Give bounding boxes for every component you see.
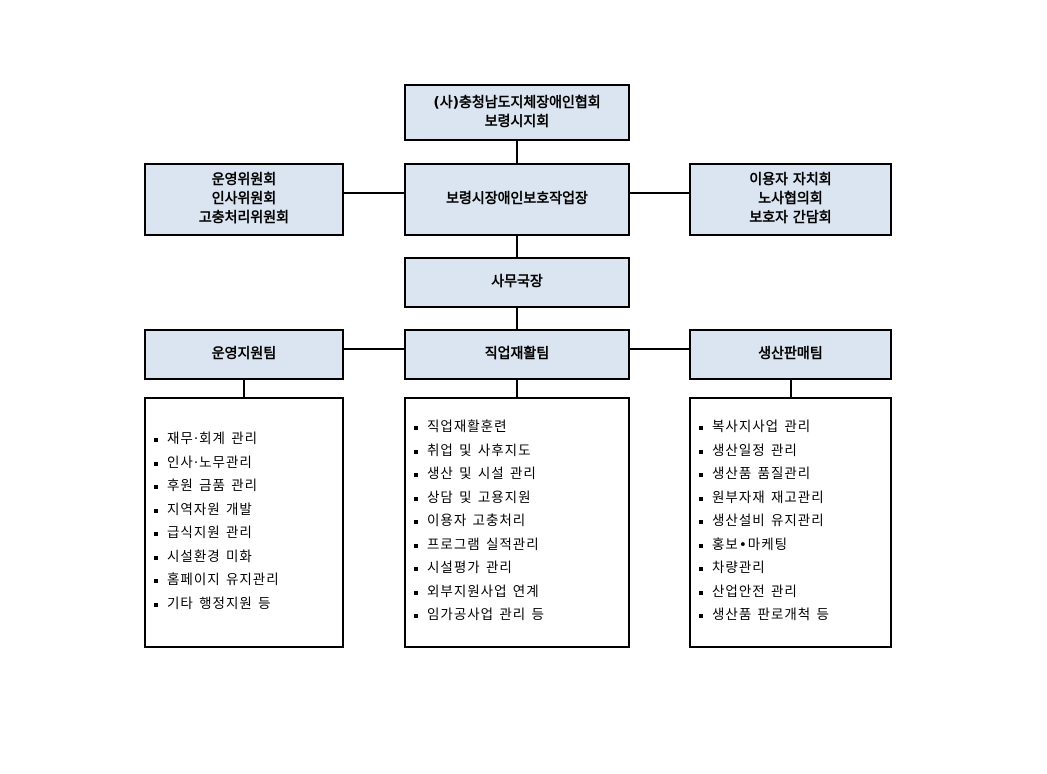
team-name: 생산판매팀 [758,346,823,362]
duty-item: 프로그램 실적관리 [414,534,624,558]
duty-item: 생산품 품질관리 [699,463,886,487]
duty-item: 취업 및 사후지도 [414,440,624,464]
connector-team-2-duties [790,379,792,398]
association-branch: 보령시지회 [484,113,550,130]
duty-item: 인사·노무관리 [154,452,338,476]
duty-item: 생산품 판로개척 등 [699,604,886,628]
duty-item: 지역자원 개발 [154,499,338,523]
team-name: 운영지원팀 [211,346,277,362]
duty-item: 복사지사업 관리 [699,416,886,440]
workshop-name: 보령시장애인보호작업장 [446,191,588,207]
duty-item: 차량관리 [699,557,886,581]
duty-item: 이용자 고충처리 [414,510,624,534]
connector-left-committee [343,192,405,194]
committee-grievance: 고충처리위원회 [198,210,290,226]
committee-personnel: 인사위원회 [211,191,277,207]
duty-item: 원부자재 재고관리 [699,487,886,511]
committee-user-council: 이용자 자치회 [749,172,832,188]
connector-center-director [516,235,518,258]
duty-item: 급식지원 관리 [154,522,338,546]
association-box: (사)충청남도지체장애인협회 보령시지회 [404,84,630,141]
duty-item: 생산일정 관리 [699,440,886,464]
duty-item: 생산설비 유지관리 [699,510,886,534]
connector-team-left [343,348,405,350]
duty-item: 임가공사업 관리 등 [414,604,624,628]
duty-item: 시설평가 관리 [414,557,624,581]
team-box-production-sales: 생산판매팀 [689,329,892,380]
director-box: 사무국장 [404,257,630,308]
duty-item: 산업안전 관리 [699,581,886,605]
duties-box-rehabilitation: 직업재활훈련 취업 및 사후지도 생산 및 시설 관리 상담 및 고용지원 이용… [404,397,630,648]
connector-team-1-duties [516,379,518,398]
connector-right-committee [629,192,691,194]
duty-list: 직업재활훈련 취업 및 사후지도 생산 및 시설 관리 상담 및 고용지원 이용… [414,416,624,628]
connector-top-center [516,140,518,164]
duty-item: 상담 및 고용지원 [414,487,624,511]
connector-director-team [516,307,518,330]
duty-item: 기타 행정지원 등 [154,593,338,617]
duties-box-production-sales: 복사지사업 관리 생산일정 관리 생산품 품질관리 원부자재 재고관리 생산설비… [689,397,892,648]
committees-box-left: 운영위원회 인사위원회 고충처리위원회 [144,163,344,236]
duty-item: 홈페이지 유지관리 [154,569,338,593]
duty-item: 생산 및 시설 관리 [414,463,624,487]
team-box-operations: 운영지원팀 [144,329,344,380]
committees-box-right: 이용자 자치회 노사협의회 보호자 간담회 [689,163,892,236]
association-name: (사)충청남도지체장애인협회 [433,94,601,111]
workshop-box: 보령시장애인보호작업장 [404,163,630,236]
duty-item: 홍보•마케팅 [699,534,886,558]
duty-list: 복사지사업 관리 생산일정 관리 생산품 품질관리 원부자재 재고관리 생산설비… [699,416,886,628]
committee-labor-council: 노사협의회 [758,191,823,207]
committee-guardian-meeting: 보호자 간담회 [749,210,832,226]
duty-item: 시설환경 미화 [154,546,338,570]
duty-list: 재무·회계 관리 인사·노무관리 후원 금품 관리 지역자원 개발 급식지원 관… [154,428,338,616]
team-name: 직업재활팀 [484,346,550,362]
duty-item: 후원 금품 관리 [154,475,338,499]
director-label: 사무국장 [491,274,543,290]
committee-operation: 운영위원회 [211,172,277,188]
team-box-rehabilitation: 직업재활팀 [404,329,630,380]
duty-item: 재무·회계 관리 [154,428,338,452]
duties-box-operations: 재무·회계 관리 인사·노무관리 후원 금품 관리 지역자원 개발 급식지원 관… [144,397,344,648]
connector-team-right [629,348,691,350]
duty-item: 직업재활훈련 [414,416,624,440]
duty-item: 외부지원사업 연계 [414,581,624,605]
connector-team-0-duties [243,379,245,398]
